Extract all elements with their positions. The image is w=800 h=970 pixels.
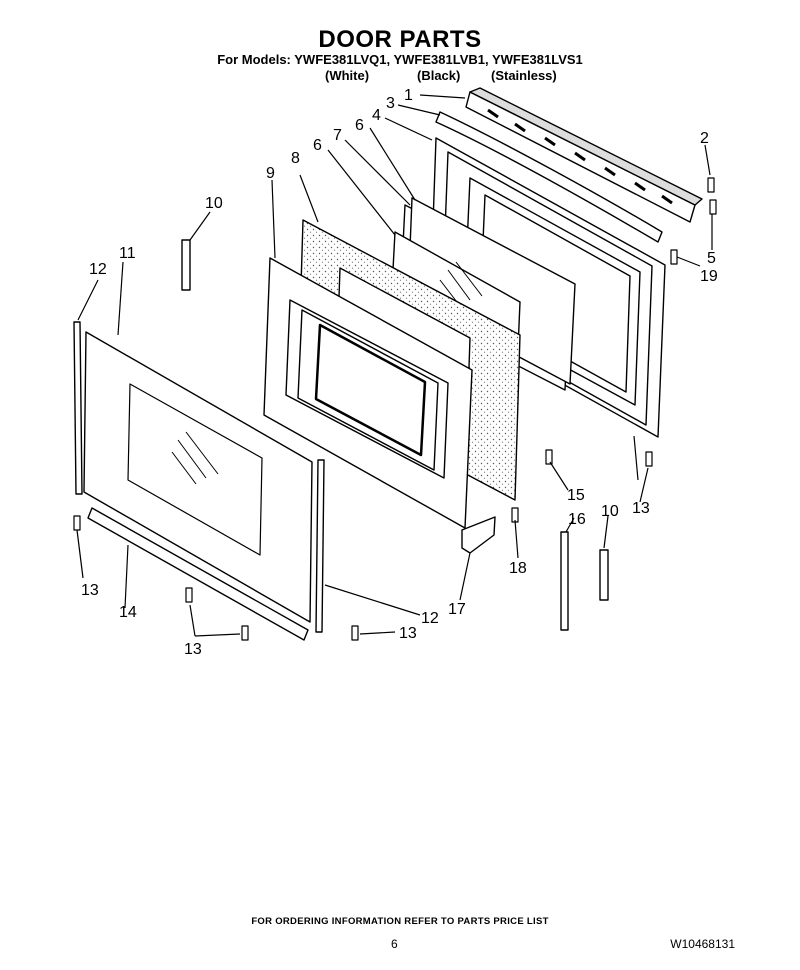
- callout-9: 9: [266, 165, 275, 182]
- callout-8: 8: [291, 150, 300, 167]
- finish-white: (White): [325, 68, 370, 83]
- side-trim-right: [315, 459, 325, 633]
- callout-1: 1: [404, 87, 413, 104]
- vent-trim-part: [465, 87, 703, 223]
- callout-13c: 13: [184, 641, 202, 658]
- callout-13b: 13: [81, 582, 99, 599]
- callout-17: 17: [448, 601, 466, 618]
- hinge-bracket-part: [461, 516, 496, 554]
- callout-14: 14: [119, 604, 137, 621]
- finish-black: (Black): [417, 68, 461, 83]
- hinge-right: [599, 549, 609, 601]
- callout-19: 19: [700, 268, 718, 285]
- document-number: W10468131: [670, 937, 735, 951]
- callout-2: 2: [700, 130, 709, 147]
- model-list: For Models: YWFE381LVQ1, YWFE381LVB1, YW…: [217, 52, 583, 67]
- callout-13d: 13: [399, 625, 417, 642]
- outer-door-panel-part: [83, 331, 313, 623]
- callout-6a: 6: [355, 117, 364, 134]
- callout-5: 5: [707, 250, 716, 267]
- bottom-trim-part: [87, 507, 309, 641]
- callout-16: 16: [568, 511, 586, 528]
- page-title: DOOR PARTS: [318, 26, 482, 53]
- callout-3: 3: [386, 95, 395, 112]
- vent-baffle-part: [435, 111, 663, 243]
- callout-10a: 10: [205, 195, 223, 212]
- callout-18: 18: [509, 560, 527, 577]
- callout-12b: 12: [421, 610, 439, 627]
- callout-11: 11: [119, 245, 136, 262]
- page-number: 6: [391, 937, 398, 951]
- side-trim-left: [73, 321, 83, 495]
- door-frame-part: [263, 257, 473, 529]
- finish-stainless: (Stainless): [491, 68, 557, 83]
- callout-15: 15: [567, 487, 585, 504]
- callout-13a: 13: [632, 500, 650, 517]
- ordering-note: FOR ORDERING INFORMATION REFER TO PARTS …: [251, 916, 549, 927]
- callout-7: 7: [333, 127, 342, 144]
- hinge-left: [181, 239, 191, 291]
- callout-10b: 10: [601, 503, 619, 520]
- callout-4: 4: [372, 107, 381, 124]
- hinge-receiver: [560, 531, 569, 631]
- callout-6b: 6: [313, 137, 322, 154]
- callout-12a: 12: [89, 261, 107, 278]
